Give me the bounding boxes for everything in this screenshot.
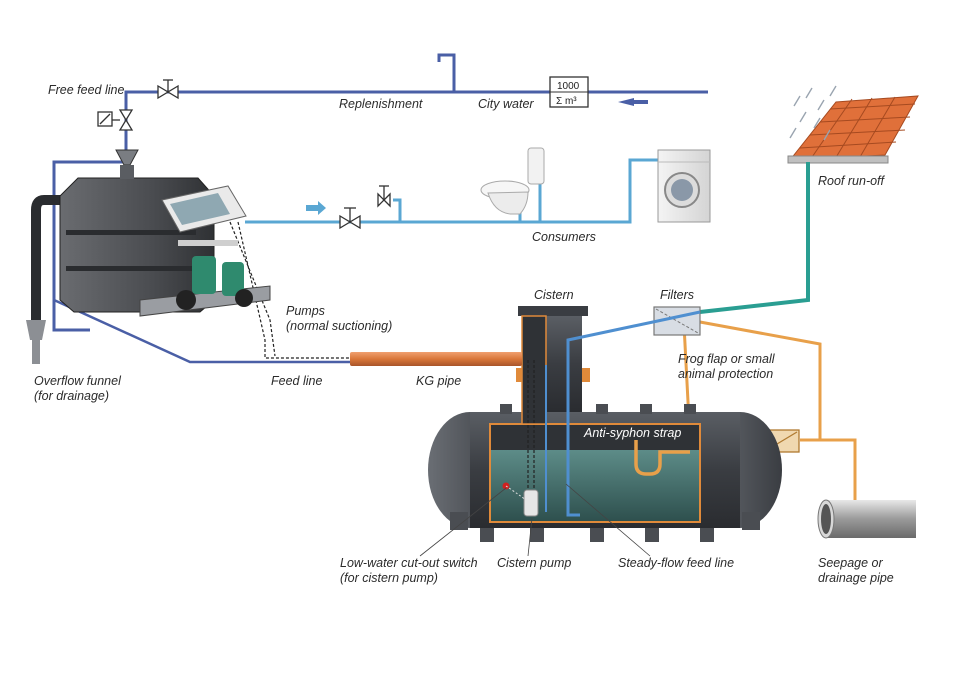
label-kg-pipe: KG pipe bbox=[416, 374, 461, 388]
roof-icon bbox=[787, 95, 919, 164]
meter-reading: 1000 bbox=[557, 81, 580, 92]
cistern-pump-icon bbox=[523, 489, 539, 517]
cistern-tank bbox=[428, 306, 782, 542]
label-frog-flap-sub: animal protection bbox=[678, 367, 773, 381]
label-replenishment: Replenishment bbox=[339, 97, 423, 111]
label-cistern-pump: Cistern pump bbox=[497, 556, 571, 570]
flow-arrow-icon bbox=[618, 98, 648, 106]
label-anti-syphon: Anti-syphon strap bbox=[583, 426, 681, 440]
seepage-pipe-icon bbox=[817, 499, 916, 539]
rain-icon bbox=[789, 85, 837, 141]
toilet-icon bbox=[480, 147, 545, 215]
label-frog-flap: Frog flap or small bbox=[678, 352, 776, 366]
consumer-valve-icon bbox=[339, 185, 391, 230]
label-feed-line: Feed line bbox=[271, 374, 322, 388]
kg-pipe bbox=[350, 352, 522, 366]
label-pumps-sub: (normal suctioning) bbox=[286, 319, 392, 333]
water-meter-icon: 1000 Σ m³ bbox=[549, 76, 589, 108]
pump-suction-lines bbox=[229, 221, 535, 512]
label-low-water-switch: Low-water cut-out switch bbox=[340, 556, 478, 570]
label-overflow-funnel: Overflow funnel bbox=[34, 374, 122, 388]
label-seepage: Seepage or bbox=[818, 556, 883, 570]
rainwater-unit bbox=[26, 149, 271, 364]
label-cistern: Cistern bbox=[534, 288, 574, 302]
label-filters: Filters bbox=[660, 288, 694, 302]
feed-line bbox=[53, 298, 350, 364]
label-pumps: Pumps bbox=[286, 304, 325, 318]
city-water-line bbox=[52, 53, 708, 332]
replenishment-valve-icon bbox=[157, 79, 179, 100]
label-low-water-switch-sub: (for cistern pump) bbox=[340, 571, 438, 585]
roof-down-pipe bbox=[699, 162, 810, 314]
leader-lines bbox=[419, 483, 651, 557]
label-city-water: City water bbox=[478, 97, 534, 111]
label-steady-flow: Steady-flow feed line bbox=[618, 556, 734, 570]
washing-machine-icon bbox=[657, 149, 711, 223]
label-overflow-funnel-sub: (for drainage) bbox=[34, 389, 109, 403]
steady-flow-line bbox=[566, 310, 701, 517]
consumer-line bbox=[245, 158, 660, 224]
label-free-feed-line: Free feed line bbox=[48, 83, 124, 97]
label-consumers: Consumers bbox=[532, 230, 596, 244]
label-seepage-sub: drainage pipe bbox=[818, 571, 894, 585]
meter-unit: Σ m³ bbox=[556, 96, 577, 107]
consumer-flow-arrow-icon bbox=[306, 201, 326, 215]
solenoid-valve-icon bbox=[97, 109, 134, 131]
anti-syphon-strap bbox=[634, 440, 690, 476]
label-roof-run-off: Roof run-off bbox=[818, 174, 886, 188]
